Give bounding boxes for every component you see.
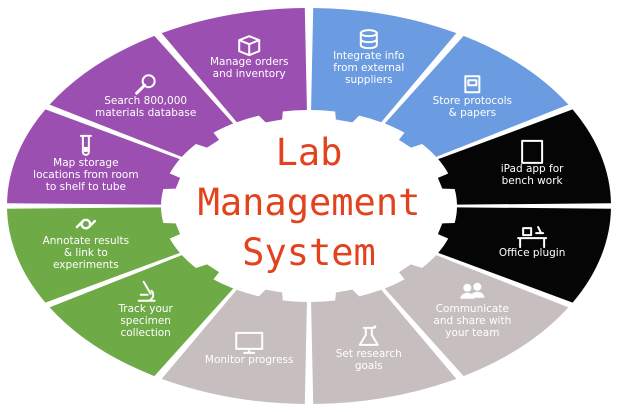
magnifier-icon (135, 74, 156, 95)
segment-annotate-label: Annotate results (43, 235, 130, 247)
tablet-icon (521, 139, 544, 164)
segment-research-label: Set research (336, 348, 402, 360)
segment-communicate-label: and share with (433, 315, 511, 327)
segment-storage-label: Map storage (53, 157, 118, 169)
database-icon (359, 29, 378, 50)
segment-protocols-label: Store protocols (433, 95, 512, 107)
segment-integrate-label: Integrate info (333, 50, 404, 62)
desk-icon (517, 226, 548, 249)
segment-monitor: Monitor progress (161, 289, 307, 404)
segment-storage-label: to shelf to tube (46, 181, 126, 193)
microscope-icon (137, 280, 156, 302)
segment-protocols-label: & papers (449, 107, 497, 119)
segment-integrate-label: from external (333, 62, 404, 74)
segment-communicate-label: your team (445, 327, 499, 339)
segment-orders-shape (161, 8, 307, 123)
segment-monitor-shape (161, 289, 307, 404)
segment-office-shape (437, 207, 611, 303)
segment-annotate-label: & link to (64, 247, 108, 259)
link-icon (75, 218, 97, 230)
box-icon (238, 35, 261, 57)
segment-office-label: Office plugin (499, 247, 565, 259)
segment-specimen-label: collection (120, 327, 170, 339)
segment-integrate-label: suppliers (345, 74, 393, 86)
segment-protocols-shape (384, 35, 569, 157)
segment-specimen-label: specimen (120, 315, 171, 327)
monitor-icon (235, 331, 264, 354)
center-title-line: Lab (276, 131, 343, 174)
center-title-line: System (242, 231, 376, 274)
segment-storage-shape (7, 109, 181, 205)
flask-icon (358, 325, 379, 346)
segment-protocols: Store protocols& papers (384, 35, 569, 157)
document-icon (464, 75, 481, 94)
segment-integrate-shape (311, 8, 457, 123)
segment-ipad-label: iPad app for (501, 163, 564, 175)
segment-ipad-shape (437, 109, 611, 205)
segment-office: Office plugin (437, 207, 611, 303)
segment-orders-label: Manage orders (210, 56, 289, 68)
segment-research-label: goals (355, 360, 383, 372)
segment-storage-label: locations from room (33, 169, 138, 181)
segment-specimen-shape (49, 255, 234, 377)
segment-search-label: Search 800,000 (104, 95, 187, 107)
segment-specimen-label: Track your (117, 303, 173, 315)
segment-annotate-shape (7, 207, 181, 303)
team-icon (460, 282, 485, 299)
segment-search-label: materials database (95, 107, 196, 119)
segment-search-shape (49, 35, 234, 157)
segment-ipad-label: bench work (502, 175, 564, 187)
segment-research-shape (311, 289, 457, 404)
segment-communicate-label: Communicate (436, 303, 509, 315)
segment-orders-label: and inventory (213, 68, 286, 80)
center-title-line: Management (198, 181, 421, 224)
test-tube-icon (79, 134, 92, 156)
segment-annotate-label: experiments (53, 259, 119, 271)
segment-communicate-shape (384, 255, 569, 377)
segment-monitor-label: Monitor progress (205, 354, 294, 366)
